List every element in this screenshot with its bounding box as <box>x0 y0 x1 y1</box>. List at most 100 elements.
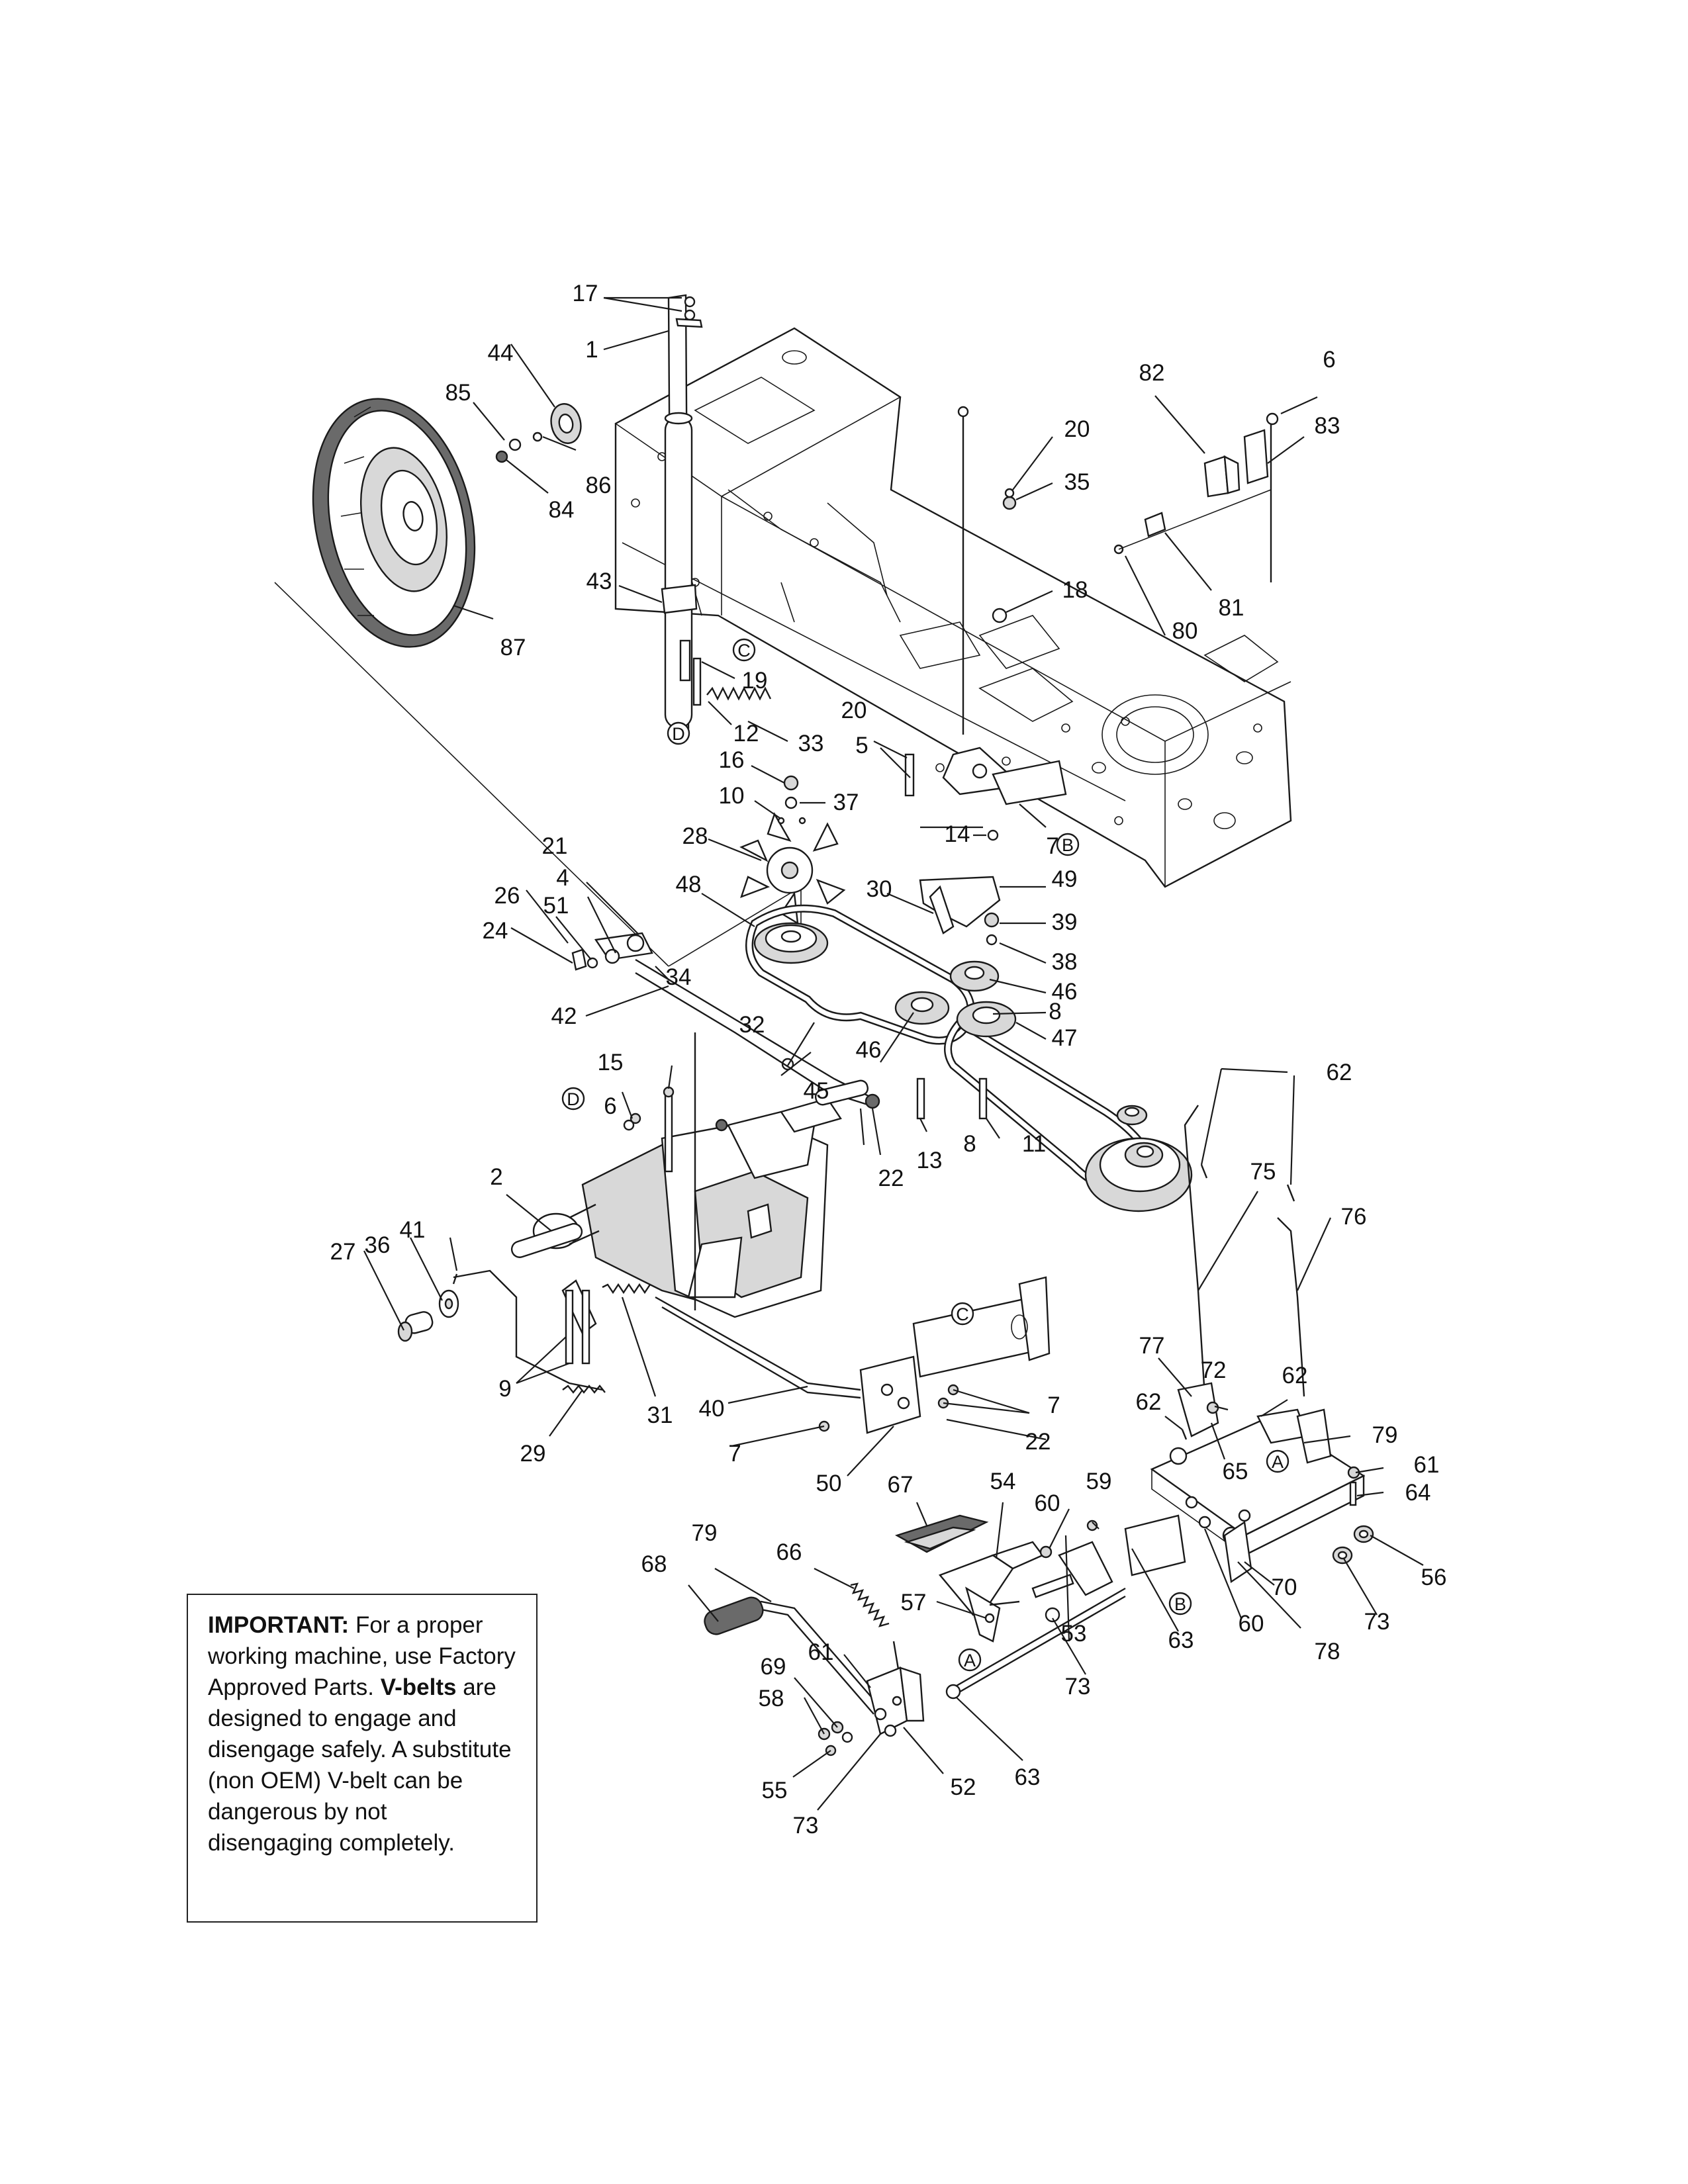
circle-ref-c-2: C <box>951 1302 974 1326</box>
bracket-83 <box>1243 429 1269 484</box>
callout-5: 5 <box>855 733 868 758</box>
svg-text:A: A <box>1272 1452 1284 1472</box>
callout-4: 4 <box>556 865 569 891</box>
notice-heading: IMPORTANT: <box>208 1612 350 1638</box>
callout-36: 36 <box>365 1232 391 1258</box>
callout-44: 44 <box>488 340 514 366</box>
callout-26: 26 <box>494 883 520 909</box>
washer-14 <box>987 829 999 841</box>
callout-42: 42 <box>551 1003 577 1029</box>
lever-76 <box>1177 1382 1219 1437</box>
circle-ref-d-1: D <box>667 721 690 745</box>
spring-31 <box>602 1283 651 1295</box>
callout-68: 68 <box>641 1551 667 1577</box>
callout-32: 32 <box>739 1012 765 1038</box>
bolt-11 <box>978 1077 988 1120</box>
callout-20b: 20 <box>1064 416 1090 442</box>
callout-77: 78 <box>1315 1639 1340 1664</box>
callout-38: 38 <box>1052 949 1078 975</box>
bolt-57 <box>984 1613 995 1623</box>
bracket-53 <box>1031 1541 1113 1623</box>
rod-end-41 <box>452 1273 458 1285</box>
callout-40: 40 <box>699 1396 725 1422</box>
notice-text-2: are designed to engage and disengage saf… <box>208 1674 512 1856</box>
shaft-63b <box>953 1595 1126 1697</box>
bolt-8 <box>916 1077 925 1120</box>
callout-17: 17 <box>573 281 598 306</box>
pin-62a <box>1200 1164 1208 1179</box>
grip-68 <box>704 1596 764 1635</box>
callout-49: 49 <box>1052 866 1078 892</box>
nut-59 <box>1086 1520 1098 1531</box>
bolt-57-shank <box>989 1600 1020 1606</box>
shaft-63 <box>953 1587 1126 1689</box>
key-10b <box>798 817 806 825</box>
callout-18: 18 <box>1062 577 1088 603</box>
axle-shaft <box>661 294 703 732</box>
callout-33: 33 <box>798 731 824 756</box>
callout-19: 19 <box>742 668 768 694</box>
callout-85: 85 <box>445 380 471 406</box>
circle-ref-c-1: C <box>732 638 756 662</box>
frame <box>614 327 1292 888</box>
callout-29: 29 <box>520 1441 546 1467</box>
pin-62c <box>1181 1429 1188 1440</box>
callout-46a: 46 <box>856 1037 882 1063</box>
callout-41: 41 <box>400 1217 426 1243</box>
assembly-line-tire <box>274 582 669 967</box>
callout-21: 21 <box>542 833 568 859</box>
callout-2: 2 <box>490 1164 502 1190</box>
pedal-bracket-77 <box>1150 1408 1366 1557</box>
callout-31: 31 <box>647 1402 673 1428</box>
flat-idler-47 <box>956 1001 1017 1038</box>
bracket-82 <box>1203 455 1241 498</box>
idler-pulley-46 <box>894 991 950 1025</box>
callout-labels: 17 1 44 85 86 84 87 43 19 12 33 20 5 16 … <box>330 281 1447 1839</box>
rod-74 <box>1184 1105 1206 1397</box>
circle-ref-d-2: D <box>561 1087 585 1111</box>
callout-70: 70 <box>1272 1574 1297 1600</box>
clutch-rod-42 <box>571 932 880 1109</box>
callout-71: 72 <box>1201 1357 1227 1383</box>
callout-58: 58 <box>759 1686 784 1711</box>
rear-tire-wheel <box>312 398 476 648</box>
nut-16 <box>783 775 799 791</box>
bracket-7 <box>992 760 1067 805</box>
callout-62c: 62 <box>1136 1389 1162 1415</box>
callout-80: 80 <box>1172 618 1198 644</box>
transaxle-pulley <box>1084 1137 1193 1212</box>
callout-37: 37 <box>833 790 859 815</box>
notice-text-1: For a proper working machine, use Factor… <box>208 1612 516 1700</box>
callout-46b: 46 <box>1052 979 1078 1005</box>
callout-39: 39 <box>1052 909 1078 935</box>
washer-37 <box>784 796 798 809</box>
callout-57: 57 <box>901 1590 927 1615</box>
bracket-63 <box>1124 1514 1186 1576</box>
bolt-9 <box>565 1289 574 1365</box>
callout-61b: 61 <box>808 1639 834 1665</box>
callout-59: 59 <box>1086 1469 1112 1494</box>
callout-34: 34 <box>666 964 692 990</box>
callout-67: 67 <box>888 1472 914 1498</box>
callout-61a: 61 <box>1414 1452 1440 1478</box>
clip-81 <box>1144 512 1166 537</box>
key-10 <box>777 817 785 825</box>
callout-6a: 6 <box>1323 347 1335 373</box>
svg-text:B: B <box>1062 835 1074 855</box>
callout-86: 86 <box>586 473 612 498</box>
callout-63a: 63 <box>1168 1627 1194 1653</box>
svg-text:D: D <box>567 1089 580 1109</box>
svg-text:A: A <box>964 1651 976 1670</box>
callout-1: 1 <box>585 337 598 363</box>
spring-64 <box>1349 1481 1357 1506</box>
lever-bracket-61 <box>866 1666 925 1737</box>
circle-ref-b-2: B <box>1168 1592 1192 1615</box>
pedal-67 <box>894 1514 989 1553</box>
callout-72: 73 <box>1364 1609 1390 1635</box>
washer-38 <box>986 934 998 946</box>
spacer-27 <box>397 1311 434 1342</box>
callout-74: 75 <box>1250 1159 1276 1185</box>
circle-ref-a-2: A <box>958 1648 982 1672</box>
